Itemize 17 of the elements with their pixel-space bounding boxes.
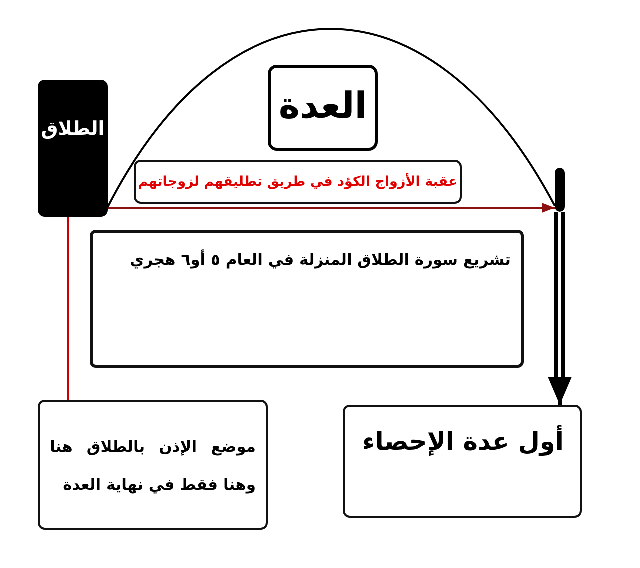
- label-block: [38, 80, 108, 217]
- note-box: [134, 160, 462, 204]
- box-text: موضع الإذن بالطلاق هنا وهنا فقط في نهاية العدة: [50, 437, 256, 496]
- arrow: [108, 203, 555, 213]
- box-text: تشريع سورة الطلاق المنزلة في العام ٥ أو٦ هجري: [129, 251, 511, 269]
- process-box: [38, 400, 268, 530]
- process-box: [90, 230, 524, 368]
- box-text: عقبة الأزواج الكؤد في طريق تطليقهم لزوجاتهم: [137, 172, 459, 192]
- double-arrow: [548, 210, 572, 407]
- end-marker-bar: [555, 168, 565, 212]
- box-text: أول عدة الإحصاء: [362, 427, 564, 456]
- leader-line: [67, 217, 69, 400]
- title-box: [268, 65, 378, 151]
- box-text: الطلاق: [40, 118, 106, 140]
- box-text: العدة: [278, 85, 368, 129]
- process-box: [343, 405, 582, 518]
- arc-line: [107, 28, 556, 208]
